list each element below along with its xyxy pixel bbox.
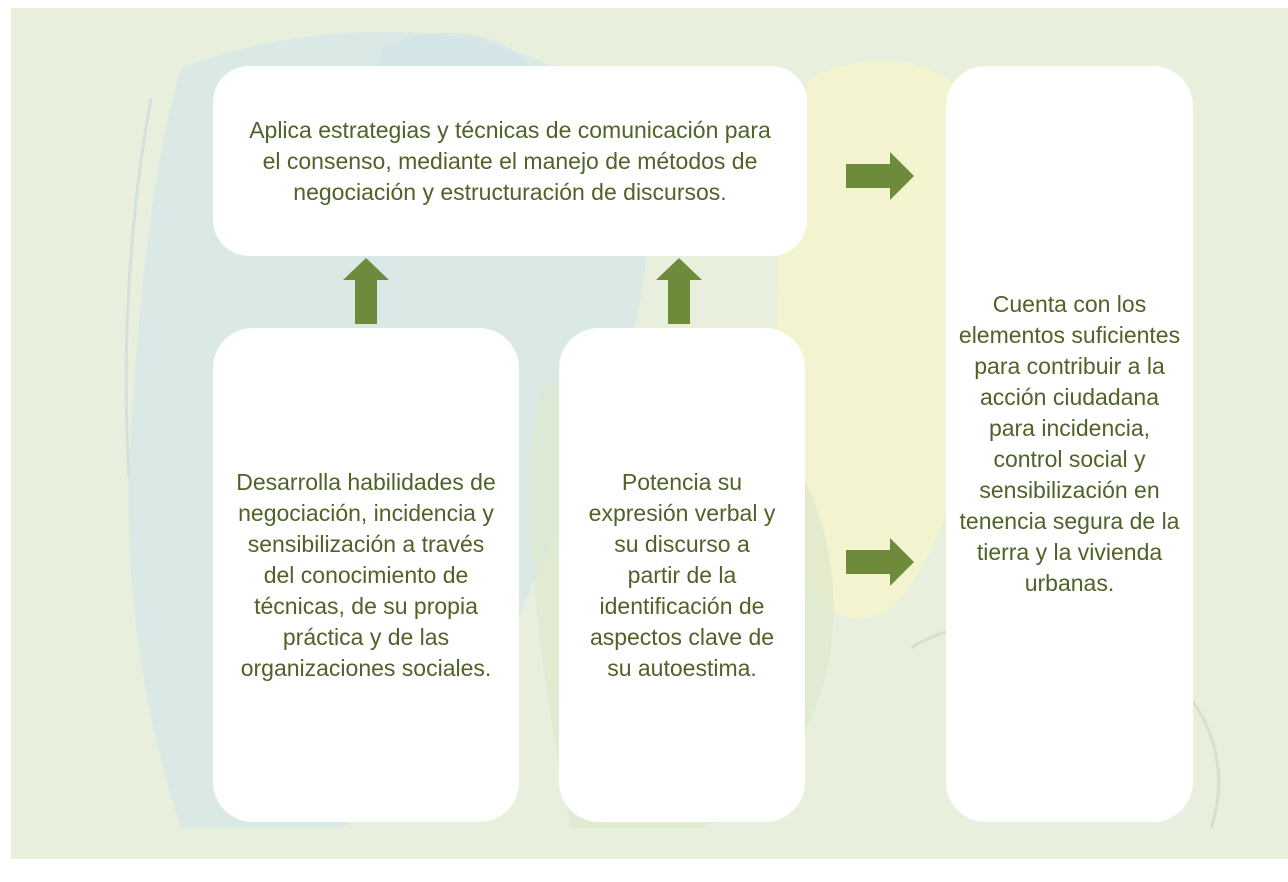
arrow-middle-to-right-icon [846, 538, 914, 586]
box-left-text: Desarrolla habilidades de negociación, i… [236, 468, 496, 681]
arrow-left-to-top-icon [343, 258, 389, 324]
arrow-top-to-right-icon [846, 152, 914, 200]
box-top-text: Aplica estrategias y técnicas de comunic… [249, 116, 771, 205]
box-middle-text: Potencia su expresión verbal y su discur… [588, 468, 776, 681]
box-top: Aplica estrategias y técnicas de comunic… [213, 66, 807, 256]
arrow-middle-to-top-icon [656, 258, 702, 324]
box-left: Desarrolla habilidades de negociación, i… [213, 328, 519, 822]
diagram-canvas: Aplica estrategias y técnicas de comunic… [11, 8, 1288, 859]
background-outline-2 [124, 97, 153, 479]
box-middle: Potencia su expresión verbal y su discur… [559, 328, 805, 822]
box-right: Cuenta con los elementos suficientes par… [946, 66, 1193, 822]
box-right-text: Cuenta con los elementos suficientes par… [958, 291, 1181, 596]
